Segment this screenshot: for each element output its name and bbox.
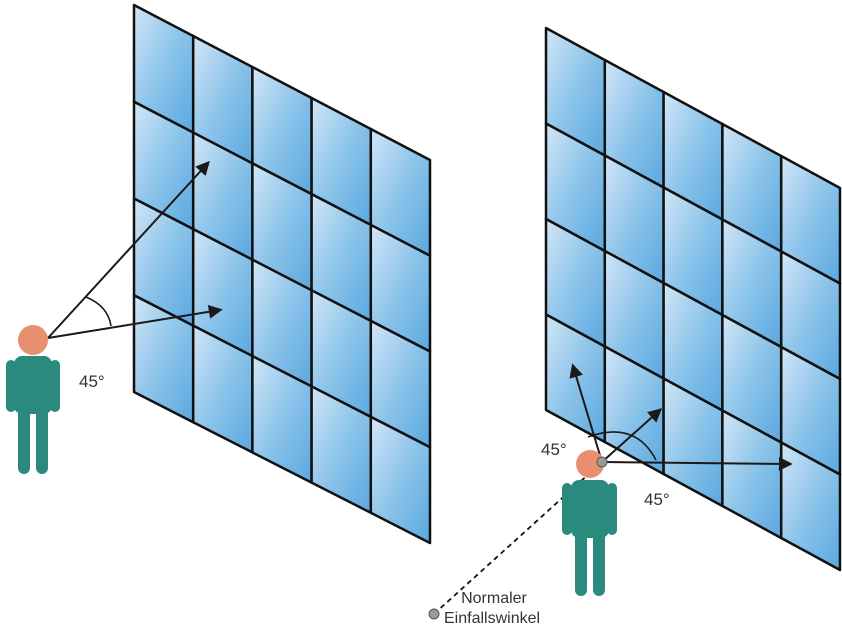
right-arrow-horizontal xyxy=(601,456,793,471)
angle-arc-icon xyxy=(85,296,112,327)
right-arrow-up-left xyxy=(569,363,603,463)
caption-line-1: Normaler xyxy=(461,590,527,607)
left-angle-label: 45° xyxy=(79,372,105,391)
right-display-wall xyxy=(544,26,842,572)
point-marker-icon xyxy=(428,608,440,620)
right-scene: 45° 45° Normaler Einfallswinkel xyxy=(428,26,842,627)
left-display-wall xyxy=(132,3,432,545)
display-panel xyxy=(369,415,432,545)
display-panel xyxy=(779,441,842,572)
left-arrow-upper xyxy=(47,160,210,339)
left-scene: 45° xyxy=(6,3,432,545)
caption-line-2: Einfallswinkel xyxy=(444,610,540,627)
left-arrow-lower xyxy=(47,304,223,339)
right-angle-label-top: 45° xyxy=(541,440,567,459)
point-marker-icon xyxy=(596,456,608,468)
person-icon xyxy=(6,325,60,474)
normal-line xyxy=(433,461,603,615)
person-icon xyxy=(562,450,617,596)
angle-arc-icon xyxy=(587,431,657,461)
right-angle-label-bottom: 45° xyxy=(644,490,670,509)
